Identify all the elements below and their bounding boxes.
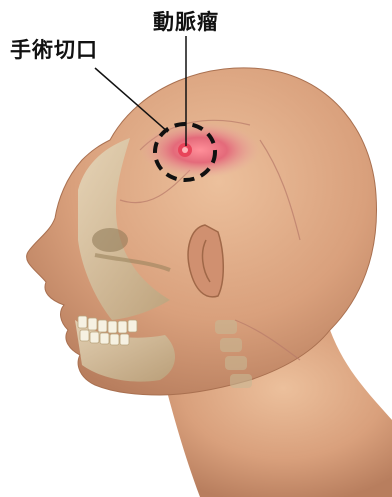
eye-socket [92,228,128,252]
aneurysm-label: 動脈瘤 [153,12,219,33]
incision-label: 手術切口 [10,40,98,61]
aneurysm-glow [140,122,260,178]
